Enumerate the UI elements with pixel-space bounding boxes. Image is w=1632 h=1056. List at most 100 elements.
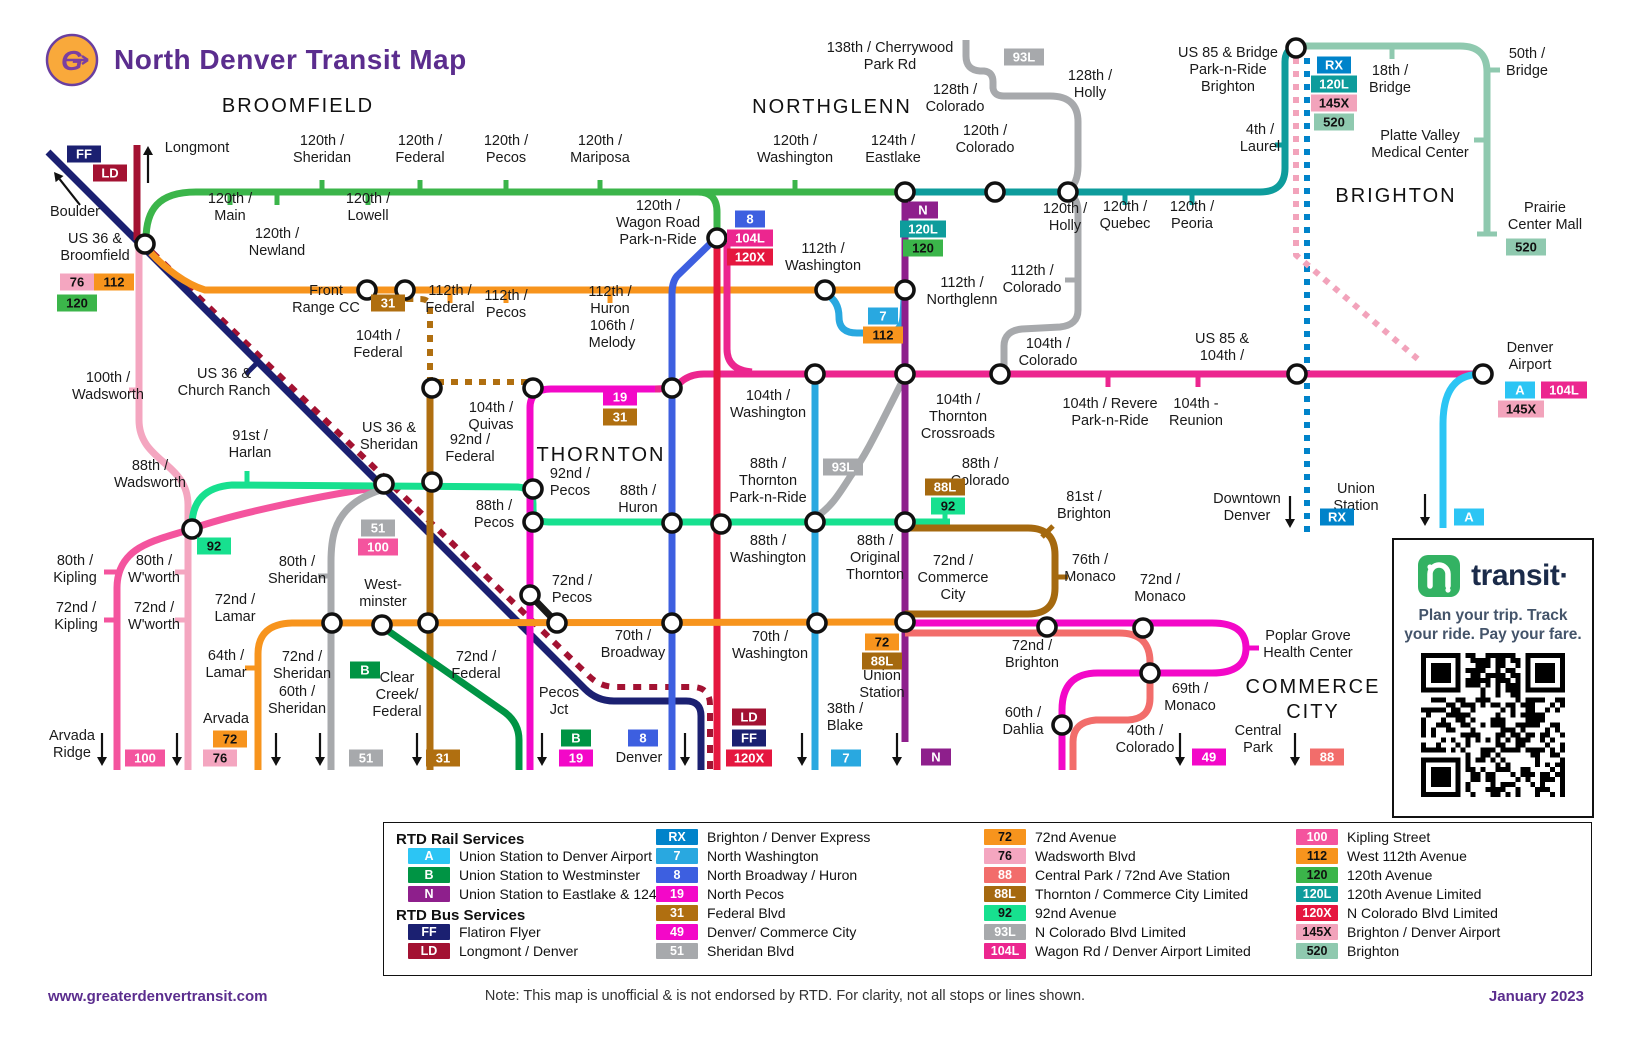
route-badge <box>60 273 94 291</box>
station-label: 112th /Federal <box>425 283 474 316</box>
route-badge-label: 520 <box>1323 115 1345 130</box>
station-label: 80th /Sheridan <box>268 554 326 587</box>
station-label: 70th /Broadway <box>601 628 666 661</box>
route-badge <box>727 229 773 247</box>
station-label: 112th /Colorado <box>1003 263 1062 296</box>
route-badge <box>1311 94 1357 112</box>
transit-app-icon <box>1418 555 1461 597</box>
direction-arrow-head <box>797 757 807 766</box>
route-badge-label: B <box>360 663 369 678</box>
legend-route-badge: 88L <box>984 886 1026 902</box>
route-badge-label: 93L <box>1013 50 1035 65</box>
route-badge <box>903 239 943 257</box>
legend-route-badge: 51 <box>656 943 698 959</box>
route-badge <box>931 497 965 515</box>
station-label: 40th /Colorado <box>1116 723 1175 756</box>
legend-route-badge: 19 <box>656 886 698 902</box>
station-label: 72nd /Brighton <box>1005 638 1059 671</box>
legend-route-name: Wadsworth Blvd <box>1035 848 1136 864</box>
legend-route-badge: 120 <box>1296 867 1338 883</box>
station-marker <box>522 511 544 533</box>
route-badge-label: 92 <box>941 499 955 514</box>
route-badge <box>197 537 231 555</box>
station-marker <box>321 612 343 634</box>
station-label: 112th /Northglenn <box>927 275 998 308</box>
route-badge-label: 51 <box>359 751 373 766</box>
station-marker <box>519 584 541 606</box>
8-line <box>668 238 716 770</box>
route-badge <box>426 749 460 767</box>
legend-route-name: N Colorado Blvd Limited <box>1347 905 1498 921</box>
legend-route-badge: LD <box>408 943 450 959</box>
station-marker <box>814 279 836 301</box>
station-label: 104th /Colorado <box>1019 336 1078 369</box>
station-marker <box>546 612 568 634</box>
legend-route-name: Flatiron Flyer <box>459 924 541 940</box>
104l-line <box>654 370 1478 393</box>
station-marker <box>421 377 443 399</box>
route-badge <box>358 538 398 556</box>
station-label: 50th /Bridge <box>1506 46 1548 79</box>
station-label: 18th /Bridge <box>1369 63 1411 96</box>
station-label: 72nd /Kipling <box>54 600 98 633</box>
legend-route-name: North Pecos <box>707 886 785 902</box>
route-badge-label: N <box>918 203 927 218</box>
route-badge-label: 19 <box>613 390 627 405</box>
legend-route-name: Thornton / Commerce City Limited <box>1035 886 1249 902</box>
direction-arrow-head <box>537 757 547 766</box>
station-label: 120th /Lowell <box>346 191 391 224</box>
station-label: 124th /Eastlake <box>865 133 921 166</box>
legend-route-name: North Washington <box>707 848 819 864</box>
direction-arrow-head <box>271 757 281 766</box>
station-marker <box>710 513 732 535</box>
disclaimer-note: Note: This map is unofficial & is not en… <box>484 988 1086 1004</box>
ff-line <box>45 149 705 770</box>
station-marker <box>804 511 826 533</box>
legend-route-name: 72nd Avenue <box>1035 829 1117 845</box>
station-label: 104th /Federal <box>353 328 402 361</box>
station-marker <box>804 363 826 385</box>
direction-arrow-head <box>680 757 690 766</box>
station-label: 88th /Washington <box>730 533 806 566</box>
station-label: 72nd /Monaco <box>1134 572 1186 605</box>
website-link[interactable]: www.greaterdenvertransit.com <box>48 988 268 1005</box>
route-badge-label: 120L <box>908 222 938 237</box>
station-label: 72nd /Lamar <box>214 592 256 625</box>
route-badge <box>727 248 773 266</box>
legend-route-name: North Broadway / Huron <box>707 867 858 883</box>
station-marker <box>1036 616 1058 638</box>
station-label: 64th /Lamar <box>205 648 246 681</box>
station-marker <box>373 473 395 495</box>
station-label: 120th /Sheridan <box>293 133 351 166</box>
station-label: 4th /Laurel <box>1240 122 1280 155</box>
legend-route-name: Sheridan Blvd <box>707 943 795 959</box>
station-label: West-minster <box>359 577 407 610</box>
ld-dashed-line <box>149 249 713 770</box>
legend-route-badge: 145X <box>1296 924 1338 940</box>
route-badge <box>908 201 938 219</box>
104l-wagon-leg <box>723 243 753 376</box>
district-label: NORTHGLENN <box>752 96 912 118</box>
station-tick <box>244 360 260 376</box>
station-label: 120th /Quebec <box>1100 199 1151 232</box>
93l-line-south <box>814 378 907 520</box>
route-badge <box>925 478 965 496</box>
legend-route-name: Union Station to Westminster <box>459 867 641 883</box>
route-badge-label: 49 <box>1202 750 1216 765</box>
route-badge-label: A <box>1464 510 1474 525</box>
route-badge-label: 88L <box>934 480 956 495</box>
station-label: US 36 &Church Ranch <box>178 366 271 399</box>
legend-route-name: 120th Avenue <box>1347 867 1433 883</box>
station-label: 88th /Wadsworth <box>114 458 186 491</box>
